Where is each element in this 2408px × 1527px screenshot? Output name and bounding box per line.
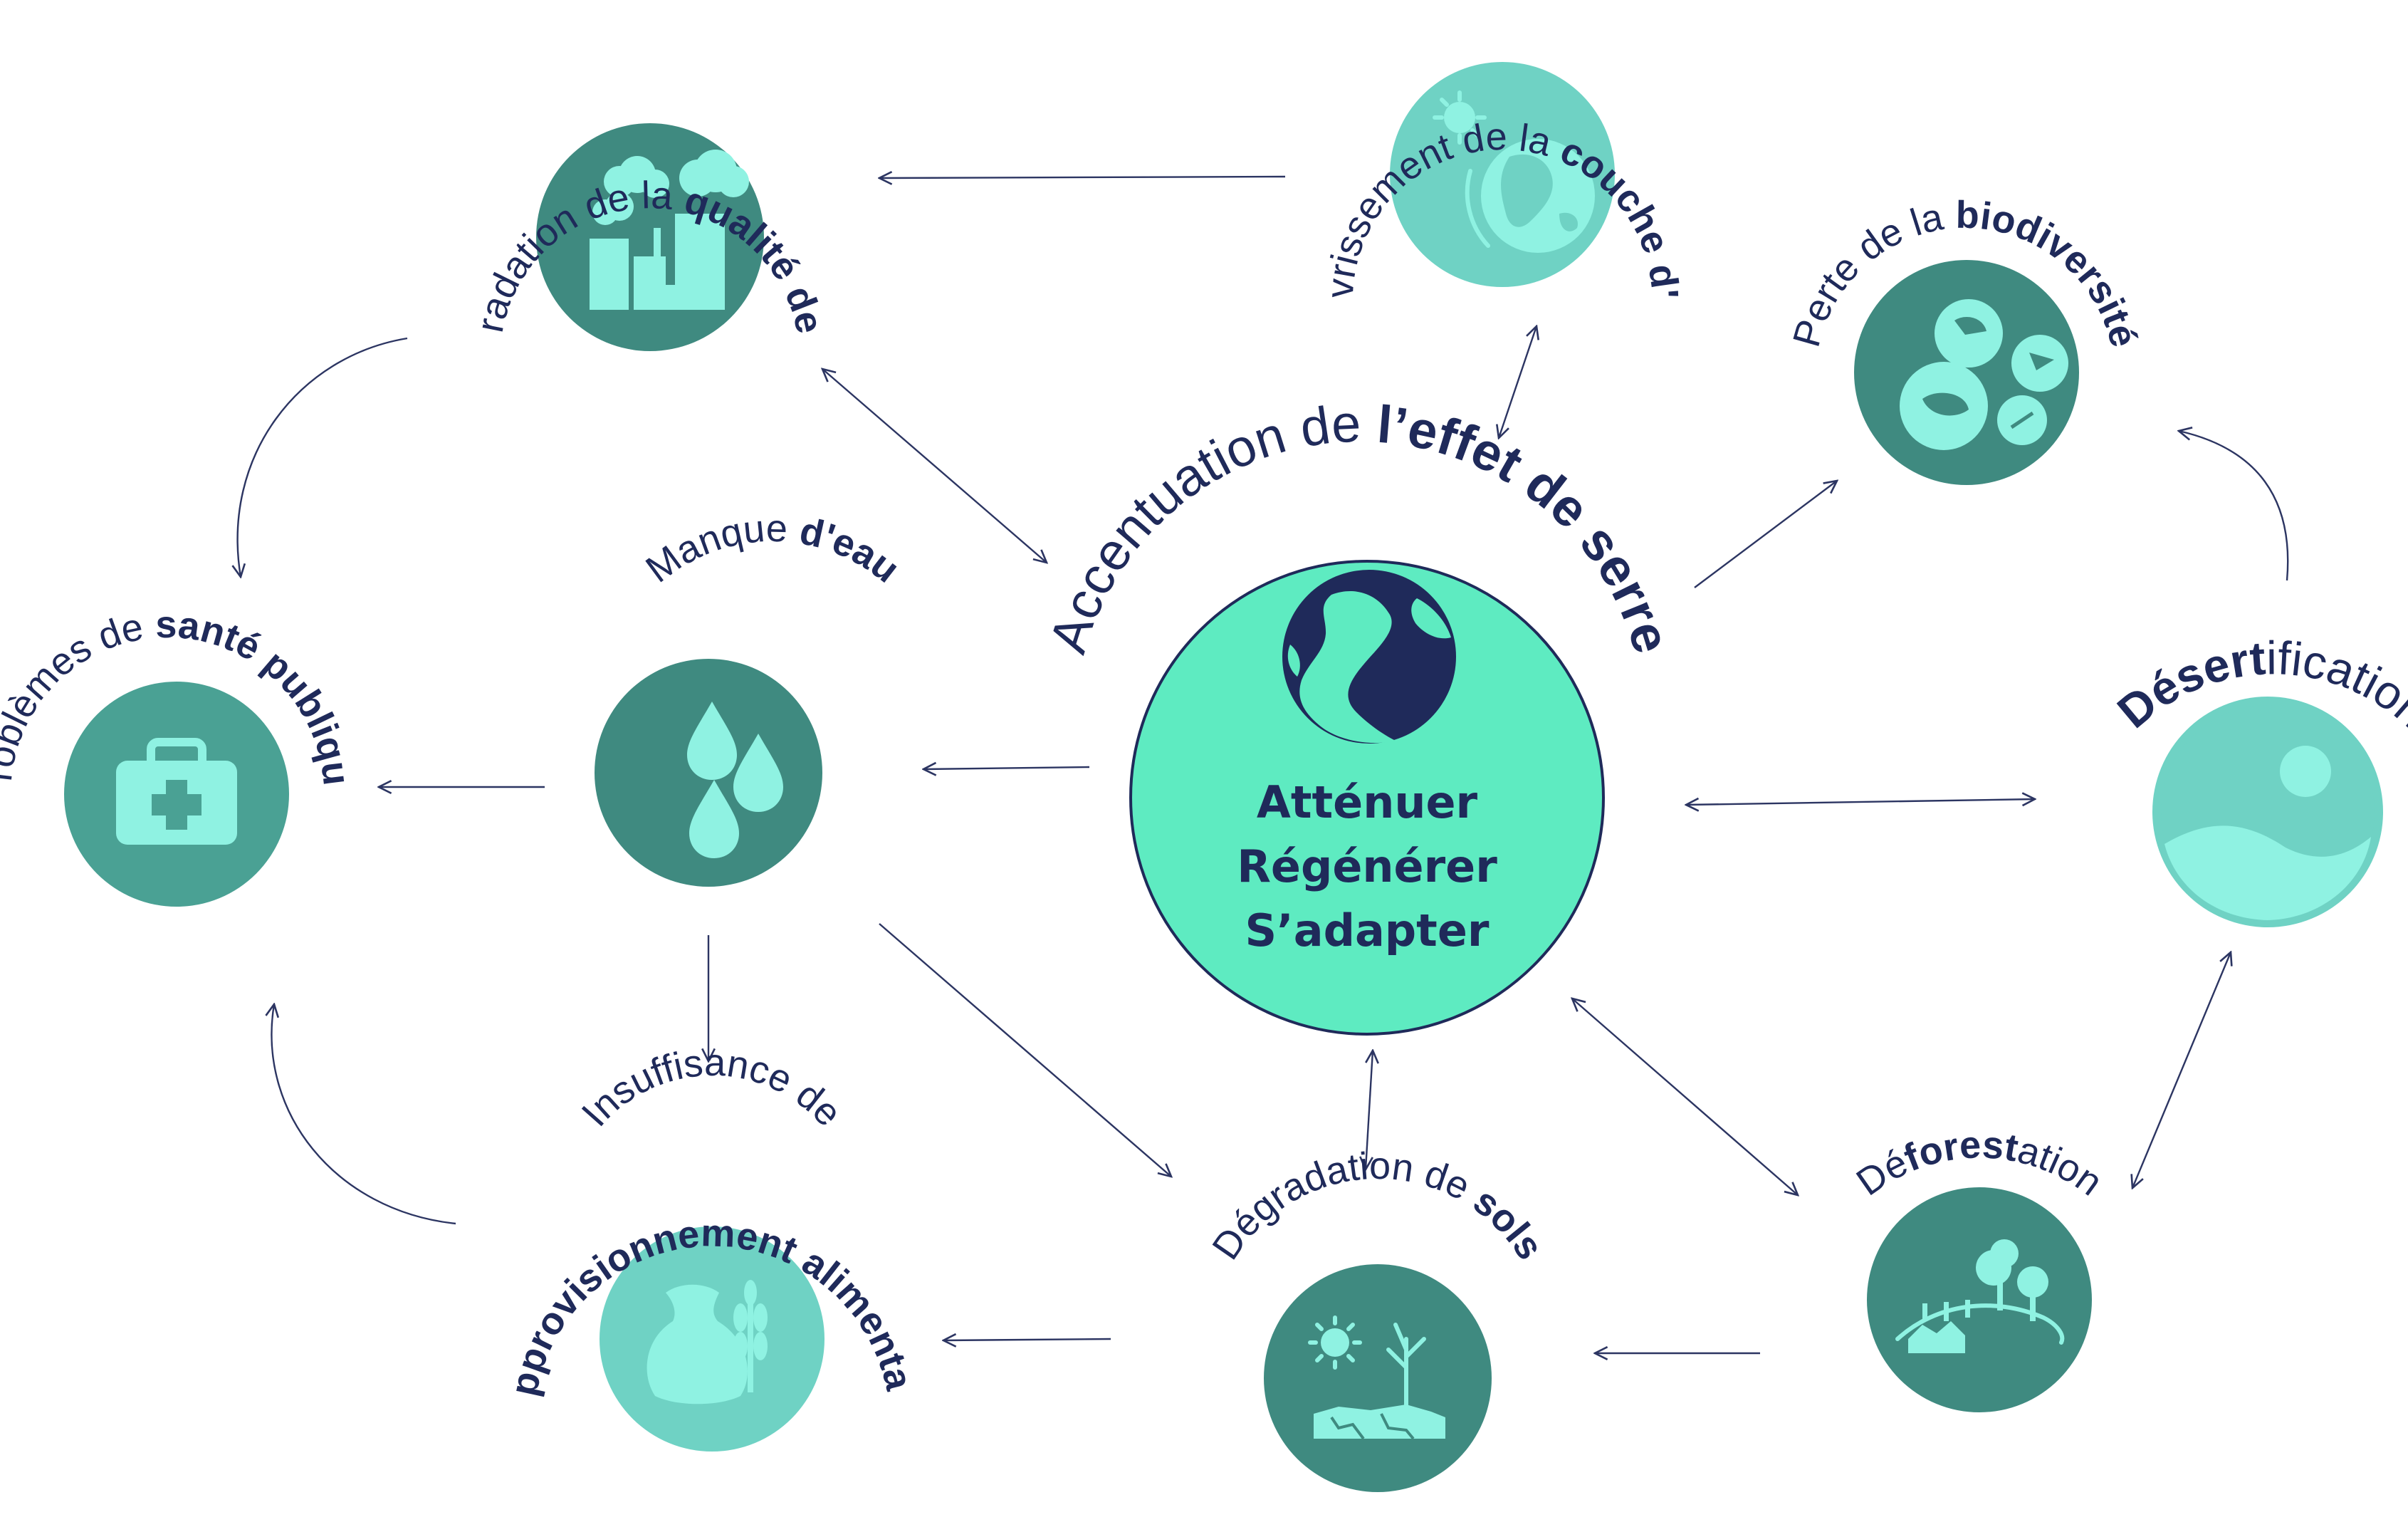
arrow-center-sols <box>1366 1051 1373 1169</box>
first-aid-kit-icon <box>116 738 237 845</box>
globe-icon <box>1282 570 1456 744</box>
deforestation-icon <box>1895 1239 2065 1353</box>
node-sols: Dégradation de sols <box>1204 1145 1551 1492</box>
node-deforestation-circle <box>1867 1187 2092 1412</box>
arrow-air-to-sante <box>238 337 408 577</box>
center-line-regenerer: Régénérer <box>1237 840 1497 892</box>
arrow-ozone-to-air <box>879 177 1286 178</box>
arrow-alimentaire-to-sante <box>271 1004 456 1225</box>
factory-pollution-icon <box>590 150 749 310</box>
arrow-eau-to-sols <box>879 923 1171 1177</box>
arrow-ozone-center <box>1499 326 1537 438</box>
water-drops-icon <box>687 702 783 858</box>
arrow-air-center <box>822 369 1047 563</box>
node-ozone: Appauvrissement de la couche d'ozone <box>0 0 1686 299</box>
center-node: Accentuation de l’effet de serre Atténue… <box>1038 394 1682 1036</box>
center-circle <box>1129 560 1605 1036</box>
node-eau-label: Manque d'eau <box>638 507 907 591</box>
node-deforestation: Déforestation <box>1849 1123 2110 1412</box>
node-alimentaire-label-line1: Insuffisance de <box>573 1041 849 1135</box>
desert-landscape-icon <box>2161 705 2375 920</box>
node-sols-label: Dégradation de sols <box>1204 1145 1551 1267</box>
grain-sack-icon <box>647 1280 768 1404</box>
node-eau: Manque d'eau <box>595 507 907 887</box>
node-sols-circle <box>1264 1264 1492 1492</box>
node-desertification: Désertification <box>2108 631 2408 927</box>
arrow-sols-to-alimentaire <box>943 1339 1111 1340</box>
arrow-desertification-to-biodiversite <box>2179 431 2289 581</box>
center-line-sadapter: S’adapter <box>1245 905 1490 957</box>
node-sante-label: Problèmes de santé publique <box>0 0 358 788</box>
arrow-center-to-eau <box>923 767 1090 769</box>
node-biodiversite: Perte de la biodiversité <box>1785 194 2145 485</box>
arrow-deforestation-desertification <box>2132 952 2231 1188</box>
node-sante: Problèmes de santé publique <box>0 0 358 907</box>
dry-soil-icon <box>1308 1315 1445 1440</box>
sun-earth-icon <box>1433 90 1595 253</box>
arrow-center-deforestation <box>1572 999 1798 1195</box>
arrow-center-desertification <box>1686 799 2035 805</box>
center-line-attenuer: Atténuer <box>1257 776 1478 828</box>
arrows <box>238 177 2289 1353</box>
arrow-center-to-biodiversite <box>1694 481 1837 588</box>
node-air: Dégradation de la qualité de l'air <box>0 0 831 351</box>
